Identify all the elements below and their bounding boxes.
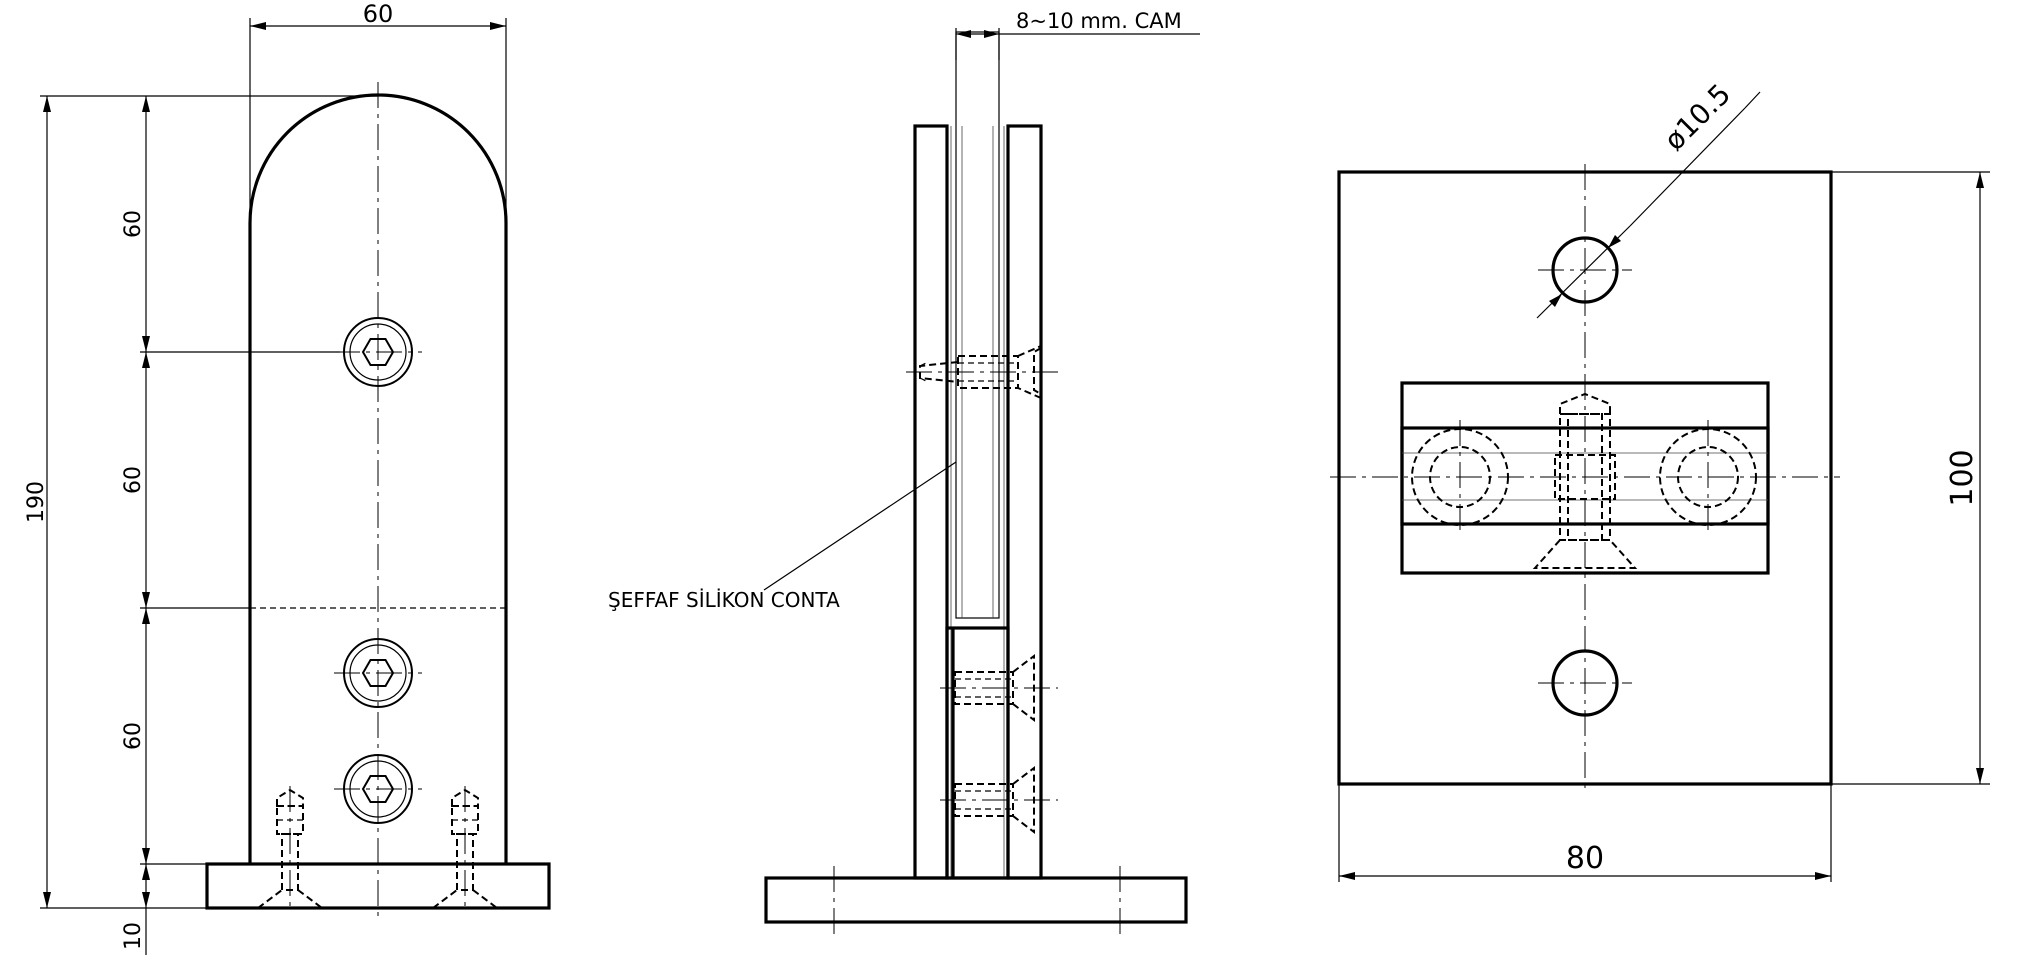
side-left-plate xyxy=(913,124,949,880)
top-clamp-bolt-left xyxy=(1411,420,1509,534)
side-spacer-block xyxy=(945,626,1010,880)
dim-hole-diameter: ø10.5 xyxy=(1536,77,1761,319)
side-base-plate xyxy=(764,876,1188,924)
front-base-thickness-label: 10 xyxy=(121,922,146,950)
top-hole-lower xyxy=(1538,649,1632,717)
front-width-label: 60 xyxy=(363,0,394,28)
hex-bolt-bottom xyxy=(334,754,422,824)
anchor-screw-right xyxy=(432,786,498,912)
front-segment-3-label: 60 xyxy=(121,722,146,750)
front-segment-2-label: 60 xyxy=(121,466,146,494)
gasket-label: ŞEFFAF SİLİKON CONTA xyxy=(608,588,840,612)
dim-front-chain: 60 60 60 10 xyxy=(121,96,340,955)
top-view: ø10.5 80 100 xyxy=(1330,77,1990,882)
top-width-label: 80 xyxy=(1566,841,1604,876)
side-bolt-middle xyxy=(940,653,1058,723)
side-right-plate xyxy=(1006,124,1043,880)
dim-top-height: 100 xyxy=(1831,171,1990,785)
top-clamp-bolt-center xyxy=(1532,392,1638,569)
glass-panel xyxy=(955,31,1000,619)
dim-front-height: 190 xyxy=(24,95,378,909)
top-clamp-bolt-right xyxy=(1659,420,1757,534)
glass-thickness-label: 8~10 mm. CAM xyxy=(1016,9,1182,33)
side-bolt-bottom xyxy=(940,765,1058,835)
dim-glass: 8~10 mm. CAM xyxy=(955,9,1200,60)
front-segment-1-label: 60 xyxy=(121,210,146,238)
anchor-screw-left xyxy=(257,786,323,912)
gasket-leader: ŞEFFAF SİLİKON CONTA xyxy=(608,461,957,612)
side-bolt-top xyxy=(906,344,1058,400)
front-height-label: 190 xyxy=(24,481,49,523)
hex-bolt-top xyxy=(334,317,422,387)
hole-diameter-label: ø10.5 xyxy=(1658,77,1738,157)
dim-front-width: 60 xyxy=(249,0,507,220)
top-height-label: 100 xyxy=(1945,449,1980,506)
dim-top-width: 80 xyxy=(1338,784,1832,882)
side-view: 8~10 mm. CAM ŞEFFAF SİLİKON CONTA xyxy=(608,9,1200,934)
front-view: 60 190 60 60 60 1 xyxy=(24,0,551,955)
hex-bolt-middle xyxy=(334,638,422,708)
